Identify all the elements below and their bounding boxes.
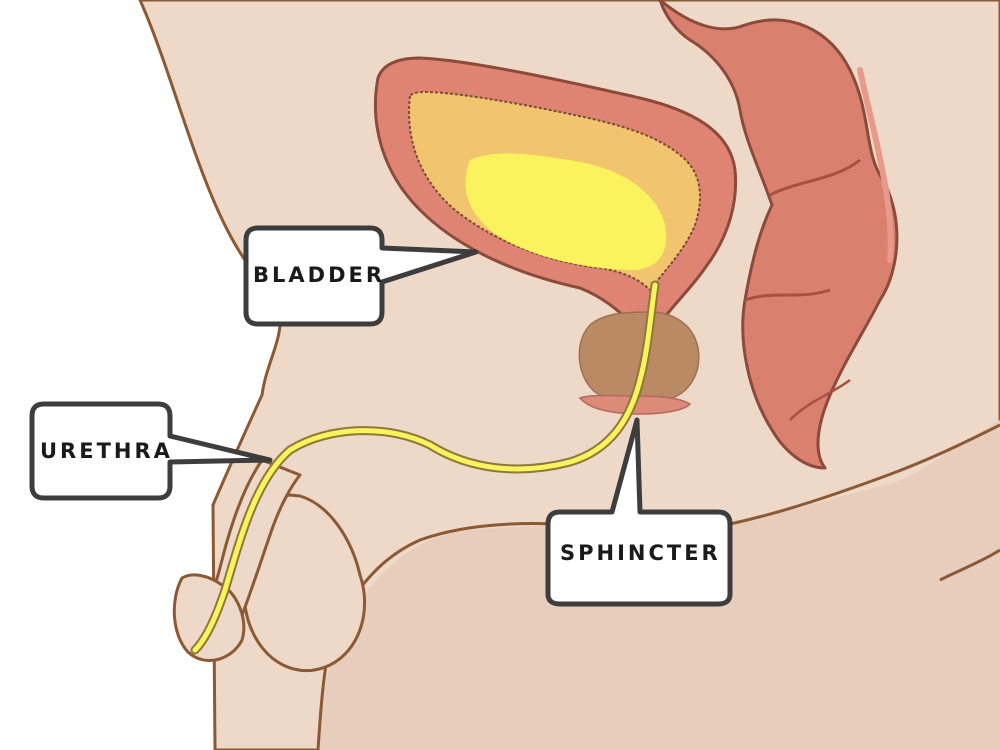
- bladder-label: BLADDER: [253, 263, 385, 287]
- urethra-callout-box: [29, 401, 273, 501]
- urine: [465, 153, 667, 270]
- sphincter-label: SPHINCTER: [560, 541, 721, 565]
- sphincter-callout-box: [545, 417, 733, 607]
- urethra-label: URETHRA: [40, 439, 173, 463]
- colon-highlight: [857, 67, 894, 263]
- sphincter-callout: SPHINCTER: [545, 417, 733, 607]
- leg-front-line: [316, 664, 328, 750]
- bladder-callout-box: [243, 225, 479, 327]
- colon-fold-3: [789, 378, 851, 421]
- urethra-fill: [192, 282, 658, 653]
- colon-fold-1: [769, 158, 861, 197]
- colon: [658, 0, 899, 470]
- bladder-callout: BLADDER: [243, 225, 479, 327]
- buttock-crease: [689, 423, 1000, 534]
- prostate: [578, 311, 700, 406]
- thigh-back-line: [939, 548, 1000, 582]
- colon-fold-2: [744, 288, 831, 302]
- urethra-callout: URETHRA: [29, 401, 273, 501]
